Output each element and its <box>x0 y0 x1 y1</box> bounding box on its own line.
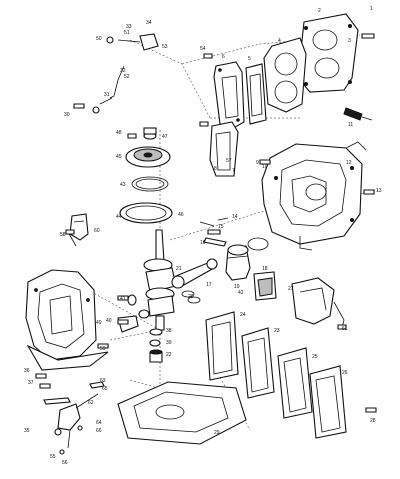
piston-ring <box>247 237 269 251</box>
fasteners <box>35 33 377 413</box>
callout-41: 41 <box>120 296 126 302</box>
callout-15: 15 <box>218 224 224 230</box>
callout-14: 14 <box>232 214 238 220</box>
callout-60: 60 <box>94 228 100 234</box>
callout-8: 8 <box>214 166 217 172</box>
callout-27: 27 <box>288 286 294 292</box>
throttle-arm-assembly <box>54 381 105 455</box>
callout-28: 28 <box>370 418 376 424</box>
exhaust-cover-plate <box>245 63 267 125</box>
callout-24: 24 <box>240 312 246 318</box>
crankshaft <box>143 229 177 331</box>
callout-40: 40 <box>106 318 112 324</box>
callout-18: 18 <box>262 266 268 272</box>
callout-37: 37 <box>28 380 34 386</box>
callout-45: 45 <box>116 154 122 160</box>
callout-32: 32 <box>120 68 126 74</box>
rod-bearings <box>181 290 201 304</box>
callout-22: 22 <box>166 352 172 358</box>
callout-29: 29 <box>214 430 220 436</box>
callout-6: 6 <box>222 54 225 60</box>
callout-35: 35 <box>24 428 30 434</box>
callout-61: 61 <box>342 326 348 332</box>
callout-57: 57 <box>226 158 232 164</box>
callout-65: 65 <box>102 386 108 392</box>
base-gasket <box>117 381 247 445</box>
cover-gasket-24 <box>205 311 239 381</box>
callout-21: 21 <box>176 266 182 272</box>
callout-12: 12 <box>346 160 352 166</box>
callout-53: 53 <box>162 44 168 50</box>
intake-bracket <box>291 277 345 329</box>
callout-39: 39 <box>166 340 172 346</box>
callout-3: 3 <box>348 38 351 44</box>
callout-17: 17 <box>206 282 212 288</box>
callout-38: 38 <box>166 328 172 334</box>
callout-25: 25 <box>312 354 318 360</box>
callout-62: 62 <box>88 400 94 406</box>
callout-2: 2 <box>318 8 321 14</box>
callout-59: 59 <box>100 346 106 352</box>
temperature-sensor <box>343 107 373 121</box>
callout-23: 23 <box>274 328 280 334</box>
callout-11: 11 <box>348 122 353 128</box>
callout-1: 1 <box>370 6 373 12</box>
callout-33: 33 <box>126 24 132 30</box>
callout-47: 47 <box>162 134 168 140</box>
callout-labels: 1 2 3 4 5 6 7 8 9 10 11 12 13 14 15 16 1… <box>24 6 382 466</box>
connecting-rod <box>171 258 218 289</box>
crankcase-cover <box>25 269 109 371</box>
callout-9: 9 <box>256 160 259 166</box>
cylinder-head-cover <box>297 13 359 93</box>
callout-58: 58 <box>60 232 66 238</box>
cover-plate-26 <box>309 365 347 439</box>
cylinder-block <box>261 141 367 251</box>
piston-pin <box>203 237 227 247</box>
flywheel-nut-washer <box>143 127 157 140</box>
callout-49: 49 <box>96 320 102 326</box>
stator-plate <box>119 202 173 224</box>
retaining-ring <box>131 176 169 192</box>
exhaust-cover <box>213 61 245 131</box>
callout-20: 20 <box>188 294 194 300</box>
cover-gasket-25 <box>277 347 313 419</box>
callout-31: 31 <box>104 92 110 98</box>
callout-51: 51 <box>124 30 130 36</box>
callout-52: 52 <box>124 74 130 80</box>
callout-26: 26 <box>342 370 348 376</box>
callout-50: 50 <box>96 36 102 42</box>
callout-19: 19 <box>234 284 240 290</box>
callout-66: 66 <box>96 428 102 434</box>
callout-43: 43 <box>120 182 126 188</box>
callout-56: 56 <box>62 460 68 466</box>
callout-44: 44 <box>116 214 122 220</box>
callout-10: 10 <box>262 164 268 170</box>
head-gasket <box>263 37 307 113</box>
callout-63: 63 <box>100 378 106 384</box>
callout-34: 34 <box>146 20 152 26</box>
callout-5: 5 <box>248 56 251 62</box>
reed-valve-block <box>253 271 277 301</box>
pin-clips <box>199 217 229 227</box>
callout-64: 64 <box>96 420 102 426</box>
callout-36: 36 <box>24 368 30 374</box>
callout-55: 55 <box>50 454 56 460</box>
cover-plate-23 <box>241 327 275 399</box>
piston <box>225 244 251 281</box>
callout-48: 48 <box>116 130 122 136</box>
callout-46: 46 <box>178 212 184 218</box>
callout-13: 13 <box>376 188 382 194</box>
flywheel <box>125 146 171 168</box>
lower-seal-parts <box>149 328 163 363</box>
transfer-port-cover <box>209 121 239 177</box>
callout-30: 30 <box>64 112 70 118</box>
callout-54: 54 <box>200 46 206 52</box>
callout-42: 42 <box>238 290 244 296</box>
callout-7: 7 <box>232 168 235 174</box>
callout-4: 4 <box>278 38 281 44</box>
control-linkage <box>92 33 159 114</box>
callout-16: 16 <box>200 240 206 246</box>
